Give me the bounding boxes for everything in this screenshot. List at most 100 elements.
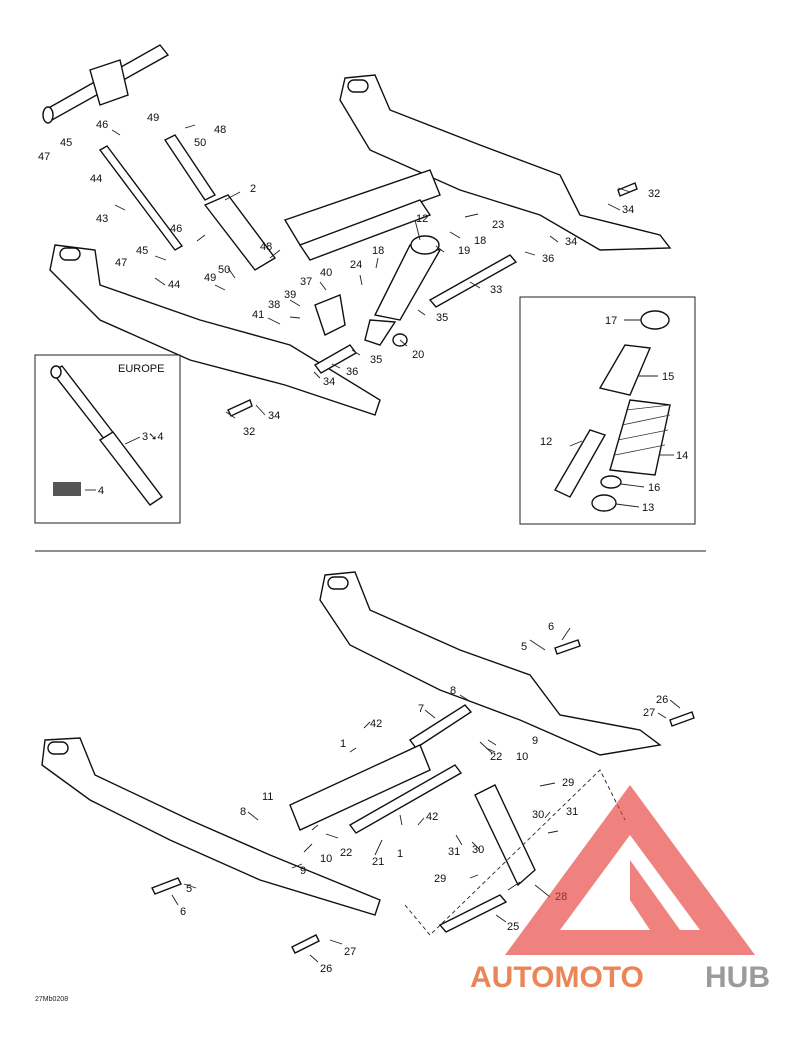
- label-21: 21: [372, 856, 384, 868]
- label-29-b: 29: [434, 873, 446, 885]
- spring-label-13: 13: [642, 502, 654, 514]
- label-40: 40: [320, 267, 332, 279]
- label-34-a: 34: [622, 204, 634, 216]
- label-27-b: 27: [344, 946, 356, 958]
- cross-shaft-7: [408, 704, 473, 749]
- label-42-b: 42: [426, 811, 438, 823]
- left-slide-rail: [49, 244, 381, 416]
- label-19: 19: [458, 245, 470, 257]
- bolt-6: [151, 639, 581, 895]
- label-47-a: 47: [38, 151, 50, 163]
- label-7: 7: [418, 703, 424, 715]
- shock-absorber-2: [163, 134, 277, 271]
- spring-label-12: 12: [540, 436, 552, 448]
- label-25: 25: [507, 921, 519, 933]
- label-39: 39: [284, 289, 296, 301]
- label-8-a: 8: [450, 685, 456, 697]
- label-10-a: 10: [516, 751, 528, 763]
- label-45-b: 45: [136, 245, 148, 257]
- automotohub-watermark: AUTOMOTO HUB: [470, 785, 770, 994]
- cap-17: [640, 310, 670, 330]
- label-8-b: 8: [240, 806, 246, 818]
- label-45-a: 45: [60, 137, 72, 149]
- label-6-a: 6: [180, 906, 186, 918]
- label-42-a: 42: [370, 718, 382, 730]
- label-36-a: 36: [542, 253, 554, 265]
- label-12: 12: [416, 213, 428, 225]
- label-32-left: 32: [243, 426, 255, 438]
- label-34-c: 34: [323, 376, 335, 388]
- rear-arm-spring-assembly: [283, 169, 441, 261]
- boot-15: [598, 344, 652, 396]
- label-24: 24: [350, 259, 362, 271]
- decal-icon: [53, 482, 81, 496]
- spring-label-15: 15: [662, 371, 674, 383]
- label-48-b: 48: [260, 241, 272, 253]
- label-38: 38: [268, 299, 280, 311]
- europe-inset: EUROPE 3➘4 4: [34, 354, 181, 524]
- label-23: 23: [492, 219, 504, 231]
- label-9-b: 9: [300, 865, 306, 877]
- ring-16: [600, 475, 622, 489]
- bolt-26: [291, 711, 695, 954]
- torque-arm-28: [474, 784, 536, 887]
- bracket-37-39: [314, 294, 346, 336]
- label-18b: 18: [372, 245, 384, 257]
- label-10-b: 10: [320, 853, 332, 865]
- ring-13: [591, 494, 617, 512]
- spring-14: [609, 399, 671, 476]
- rear-suspension-lower-assembly: 1 1 5 5 6 6 7 8 8 9 9 10 10 11 21 22 22 …: [41, 571, 695, 975]
- label-43: 43: [96, 213, 108, 225]
- label-50-a: 50: [194, 137, 206, 149]
- spring-label-17: 17: [605, 315, 617, 327]
- cross-shaft-25: [438, 894, 508, 933]
- label-48-a: 48: [214, 124, 226, 136]
- left-slide-rail-lower: [41, 737, 381, 916]
- label-46-b: 46: [170, 223, 182, 235]
- spring-label-14: 14: [676, 450, 688, 462]
- label-49-b: 49: [204, 272, 216, 284]
- label-33: 33: [490, 284, 502, 296]
- label-1-a: 1: [340, 738, 346, 750]
- label-44-a: 44: [90, 173, 102, 185]
- label-32-right: 32: [648, 188, 660, 200]
- front-arm-shaft: [42, 44, 170, 124]
- label-44-b: 44: [168, 279, 180, 291]
- label-34-b: 34: [565, 236, 577, 248]
- label-26-b: 26: [320, 963, 332, 975]
- right-slide-rail: [339, 74, 672, 251]
- label-29-a: 29: [562, 777, 574, 789]
- label-11: 11: [262, 791, 273, 803]
- label-5-b: 5: [521, 641, 527, 653]
- label-36-b: 36: [346, 366, 358, 378]
- label-37: 37: [300, 276, 312, 288]
- bolt-32: [227, 182, 638, 417]
- label-26-a: 26: [656, 694, 668, 706]
- cross-shaft-33: [428, 254, 518, 308]
- label-1-b: 1: [397, 848, 403, 860]
- label-18: 18: [474, 235, 486, 247]
- europe-label-4: 4: [98, 485, 104, 497]
- watermark-text-main: AUTOMOTO: [470, 961, 644, 994]
- cross-shaft-21: [348, 764, 463, 834]
- label-47-b: 47: [115, 257, 127, 269]
- label-34-d: 34: [268, 410, 280, 422]
- spring-label-16: 16: [648, 482, 660, 494]
- label-5-a: 5: [186, 883, 192, 895]
- watermark-triangle-icon: [505, 785, 755, 955]
- label-20: 20: [412, 349, 424, 361]
- stopper-strap-43: [98, 145, 184, 251]
- label-2: 2: [250, 183, 256, 195]
- label-50-b: 50: [218, 264, 230, 276]
- drawing-code: 27Mb0208: [35, 996, 69, 1003]
- label-41: 41: [252, 309, 264, 321]
- watermark-text-alt: HUB: [705, 961, 770, 994]
- label-22-b: 22: [340, 847, 352, 859]
- label-6-b: 6: [548, 621, 554, 633]
- label-30-b: 30: [472, 844, 484, 856]
- rear-shock-12: [364, 235, 442, 346]
- label-35-a: 35: [436, 312, 448, 324]
- spring-inset: 17 15 12 14 16 13: [519, 296, 696, 525]
- label-49-a: 49: [147, 112, 159, 124]
